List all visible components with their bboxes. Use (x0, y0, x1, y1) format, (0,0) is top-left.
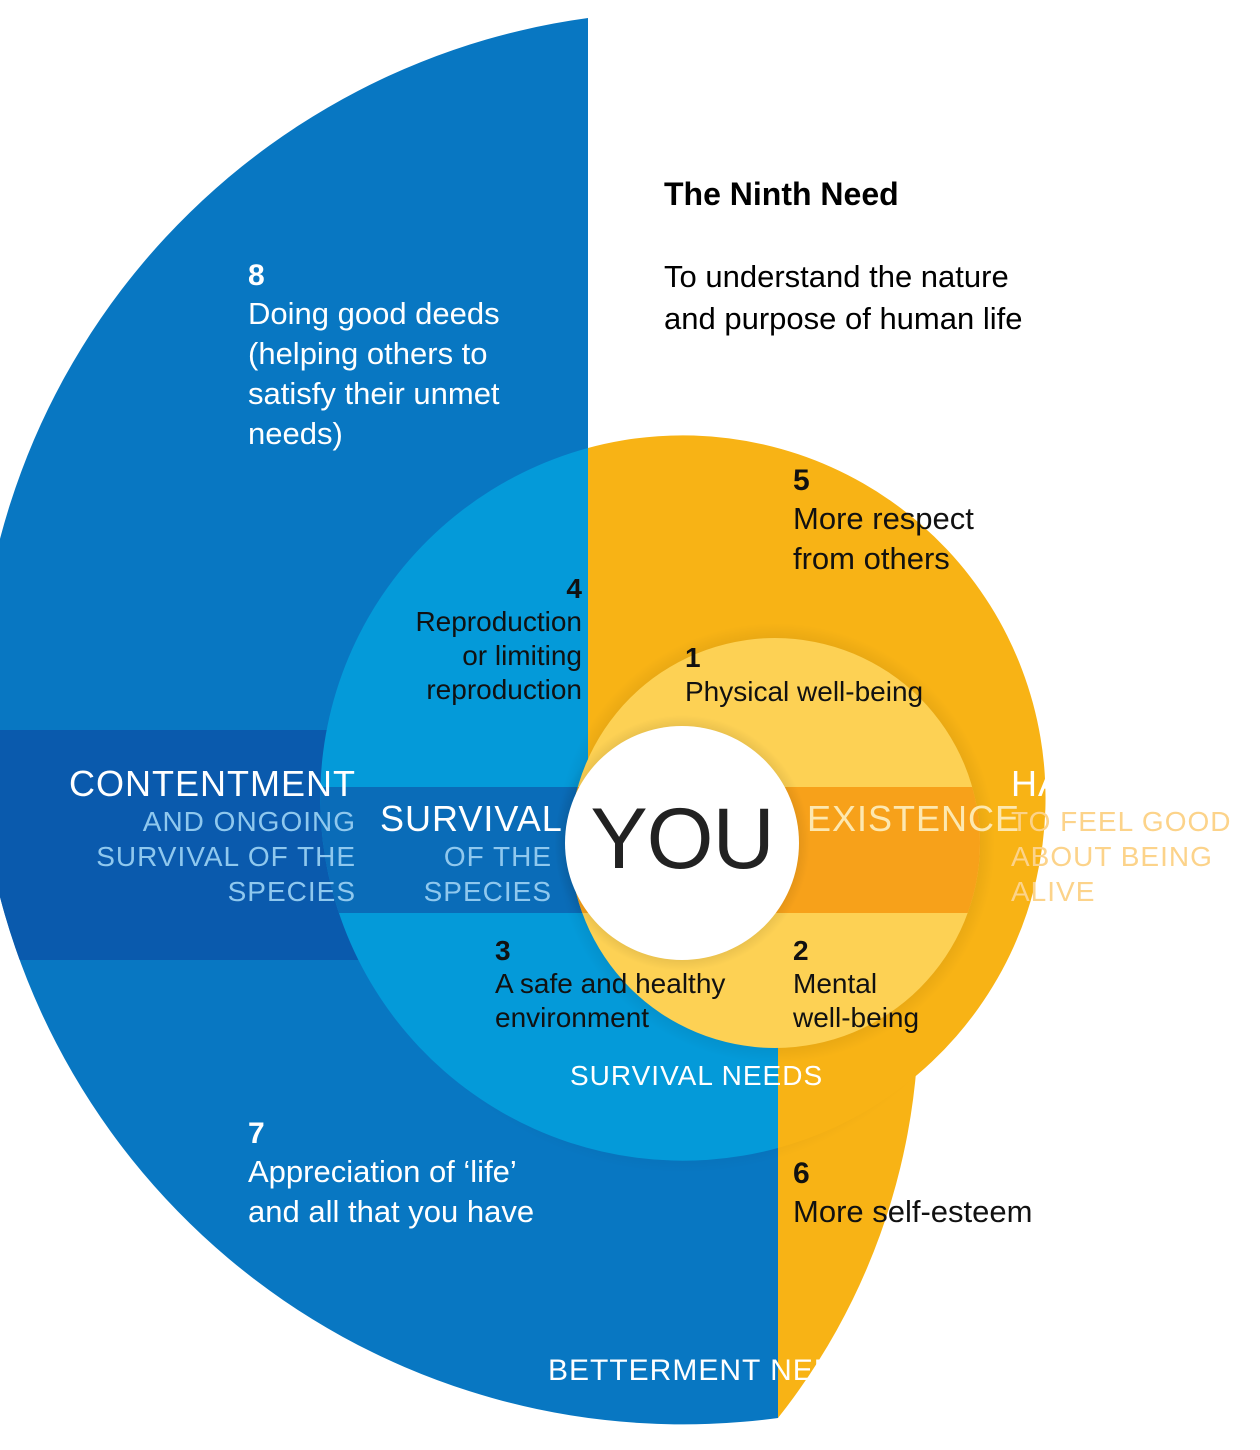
survival-needs-label: SURVIVAL NEEDS (570, 1060, 824, 1091)
need-5: 5 More respect from others (793, 463, 974, 579)
need-8-line-3: satisfy their unmet (248, 376, 500, 411)
need-1: 1 Physical well-being (685, 642, 923, 710)
need-8: 8 Doing good deeds (helping others to sa… (248, 258, 500, 454)
need-5-number: 5 (793, 464, 810, 497)
need-2-number: 2 (793, 935, 809, 966)
betterment-needs-label: BETTERMENT NEEDS (548, 1354, 879, 1387)
need-8-number: 8 (248, 259, 265, 292)
happiness-title: HAPPINESS (1011, 763, 1227, 804)
happiness-line-2: ABOUT BEING (1011, 841, 1213, 872)
need-4: 4 Reproduction or limiting reproduction (400, 573, 582, 707)
ninth-need-line-1: To understand the nature (664, 259, 1009, 294)
need-8-line-2: (helping others to (248, 336, 488, 371)
need-1-line-1: Physical well-being (685, 676, 924, 707)
contentment-line-2: SURVIVAL OF THE (96, 841, 356, 872)
contentment-title: CONTENTMENT (69, 763, 356, 804)
need-6: 6 More self-esteem (793, 1156, 1032, 1232)
contentment-label: CONTENTMENT AND ONGOING SURVIVAL OF THE … (60, 764, 356, 909)
need-7-number: 7 (248, 1117, 265, 1150)
need-4-line-2: or limiting (462, 640, 582, 671)
survival-line-1: OF THE (443, 841, 552, 872)
need-3-line-1: A safe and healthy (495, 968, 726, 999)
ninth-need-line-2: and purpose of human life (664, 301, 1023, 336)
need-6-number: 6 (793, 1157, 810, 1190)
need-3-line-2: environment (495, 1002, 650, 1033)
ninth-need-text: To understand the nature and purpose of … (664, 256, 1022, 340)
need-4-line-1: Reproduction (415, 606, 582, 637)
contentment-line-3: SPECIES (227, 876, 356, 907)
need-5-line-1: More respect (793, 501, 974, 536)
survival-line-2: SPECIES (423, 876, 552, 907)
need-3-number: 3 (495, 935, 511, 966)
happiness-line-3: ALIVE (1011, 876, 1096, 907)
need-5-line-2: from others (793, 541, 950, 576)
need-4-number: 4 (566, 573, 582, 604)
need-1-number: 1 (685, 642, 701, 673)
need-2-line-2: well-being (793, 1002, 920, 1033)
ninth-need-title: The Ninth Need (664, 176, 899, 212)
existence-title: EXISTENCE (807, 798, 1021, 839)
center-you-label: YOU (590, 791, 774, 887)
contentment-line-1: AND ONGOING (142, 806, 356, 837)
need-7-line-2: and all that you have (248, 1194, 535, 1229)
happiness-line-1: TO FEEL GOOD (1011, 806, 1232, 837)
need-8-line-1: Doing good deeds (248, 296, 500, 331)
need-6-line-1: More self-esteem (793, 1194, 1033, 1229)
need-2: 2 Mental well-being (793, 935, 919, 1035)
survival-label: SURVIVAL OF THE SPECIES (380, 798, 563, 909)
need-7: 7 Appreciation of ‘life’ and all that yo… (248, 1116, 534, 1232)
need-3: 3 A safe and healthy environment (495, 935, 725, 1035)
need-8-line-4: needs) (248, 416, 343, 451)
center-circle (565, 726, 799, 960)
happiness-label: HAPPINESS TO FEEL GOOD ABOUT BEING ALIVE (1011, 764, 1231, 909)
need-7-line-1: Appreciation of ‘life’ (248, 1154, 517, 1189)
need-4-line-3: reproduction (426, 674, 582, 705)
survival-title: SURVIVAL (380, 798, 563, 839)
need-2-line-1: Mental (793, 968, 878, 999)
